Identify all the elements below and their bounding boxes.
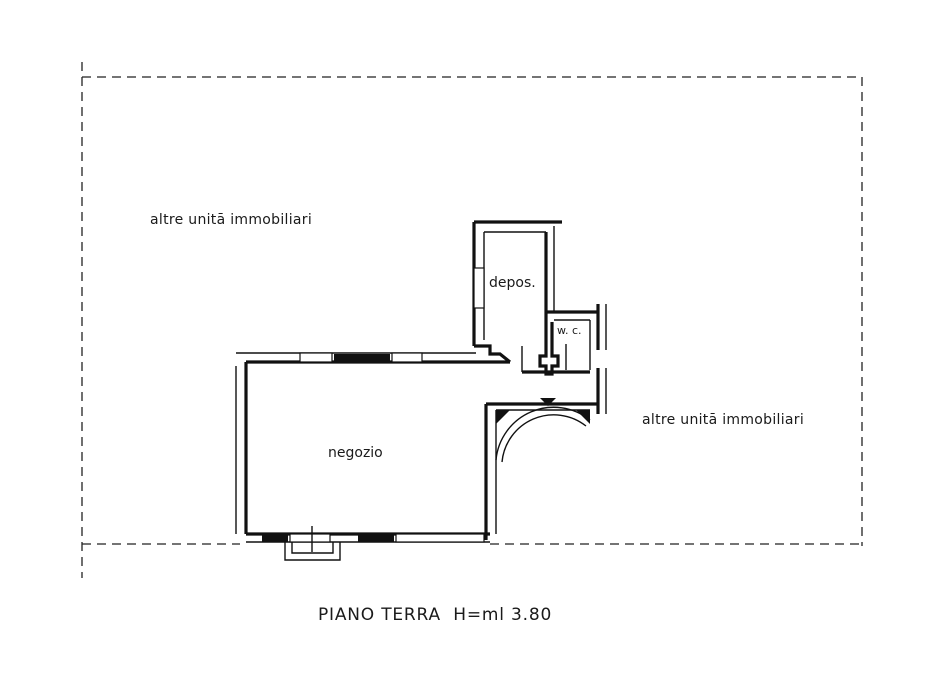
wc-walls	[538, 304, 607, 414]
arch-passage	[486, 370, 598, 463]
top-windows	[299, 352, 423, 363]
plan-title: PIANO TERRA H=ml 3.80	[318, 605, 552, 625]
label-room-wc: w. c.	[557, 324, 582, 337]
deposit-walls	[472, 220, 562, 372]
label-other-units-left: altre unitā immobiliari	[150, 212, 312, 228]
entrance-door	[262, 526, 485, 561]
label-other-units-right: altre unitā immobiliari	[642, 412, 804, 428]
label-room-shop: negozio	[328, 445, 383, 461]
boundary-lines	[81, 62, 863, 578]
label-room-deposit: depos.	[489, 275, 536, 291]
